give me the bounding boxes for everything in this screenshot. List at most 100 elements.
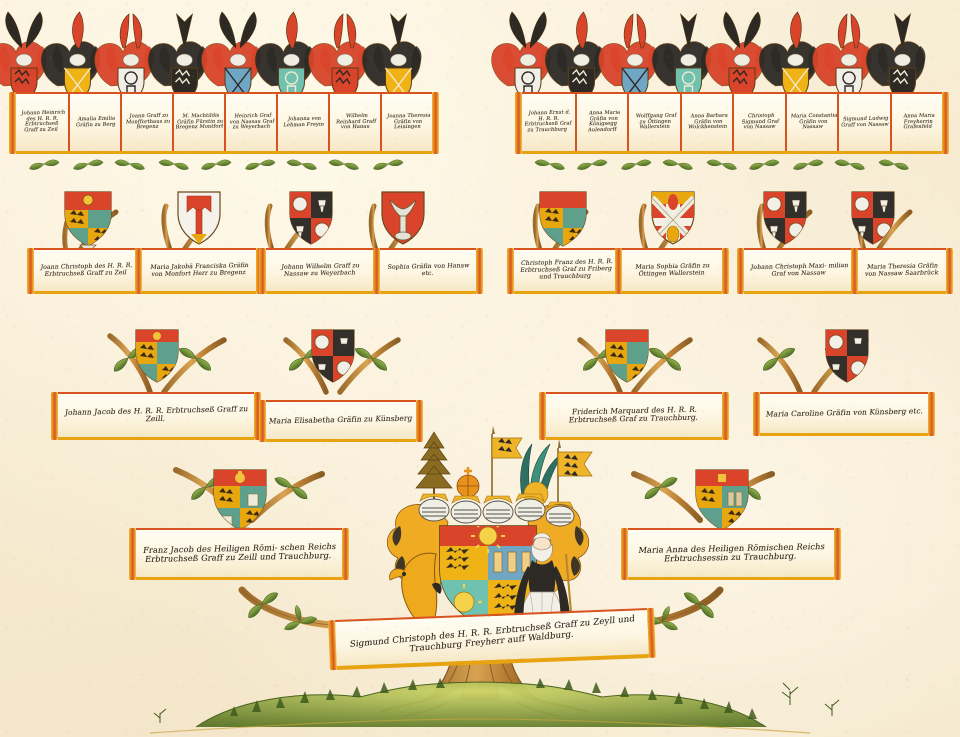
branch-grandparents-to-greatgrandparents — [107, 333, 869, 395]
scroll-curl-left — [129, 528, 136, 580]
row2-cell[interactable]: Maria Theresia Gräfin von Nassaw Saarbrü… — [858, 250, 946, 291]
row1-left-text-3: Joann Graff zu Monfforthaus zu Bregenz — [125, 112, 171, 131]
row2-cell[interactable]: Joann Christoph des H. R. R. Erbtruchseß… — [34, 250, 138, 291]
scroll-curl-left — [737, 248, 744, 294]
scroll-curl-left — [9, 92, 16, 154]
row1-cell[interactable]: Wolffgang Graf zu Öttingen Wallerstein — [627, 94, 682, 151]
row2-cell[interactable]: Christoph Franz des H. R. R. Erbtruchseß… — [514, 250, 618, 291]
row1-cell[interactable]: Amalia Emilia Gräfin zu Berg — [68, 94, 122, 151]
scroll-curl-left — [753, 392, 760, 436]
row2-banner-7[interactable]: Johann Christoph Maxi- milian Graf von N… — [737, 248, 861, 294]
scroll-face: Joann Christoph des H. R. R. Erbtruchseß… — [34, 248, 138, 294]
row3-banner-grandmother-maternal[interactable]: Maria Caroline Gräfin von Künsberg etc. — [753, 392, 935, 436]
row1-cell[interactable]: Maria Constantia Gräfin von Nassaw — [784, 94, 840, 151]
row1-cell[interactable]: Joann Graff zu Monfforthaus zu Bregenz — [120, 94, 174, 151]
scroll-curl-right — [722, 392, 729, 440]
scroll-face: Maria Theresia Gräfin von Nassaw Saarbrü… — [858, 248, 946, 294]
row1-cell[interactable]: M. Machtildis Gräfin Fürstin zu Bregenz … — [172, 94, 226, 151]
row1-right-text-3: Wolffgang Graf zu Öttingen Wallerstein — [635, 112, 677, 131]
row1-right-text-6: Maria Constantia Gräfin von Nassaw — [789, 112, 838, 131]
row2-cell[interactable]: Johann Wilhelm Graff zu Nassaw zu Weyerb… — [266, 250, 374, 291]
scroll-curl-right — [928, 392, 935, 436]
row1-cell[interactable]: Heinrich Graf von Nassau Graf zu Weyerba… — [224, 94, 278, 151]
row1-cell[interactable]: Joanna Theresia Gräfin von Leiningen — [380, 94, 434, 151]
scroll-face: Johann Heinrich des H. R. R. Erbtruchseß… — [16, 92, 432, 154]
row3-cell[interactable]: Maria Elisabetha Gräfin zu Künsberg — [266, 402, 416, 439]
row2-banner-6[interactable]: Maria Sophia Gräfin zu Öttingen Wallerst… — [615, 248, 729, 294]
row2-banner-3[interactable]: Johann Wilhelm Graff zu Nassaw zu Weyerb… — [259, 248, 381, 294]
row3-cell[interactable]: Friderich Marquard des H. R. R. Erbtruch… — [546, 394, 722, 437]
crest-banner — [491, 426, 523, 498]
scroll-curl-right — [432, 92, 439, 154]
scroll-face: Johann Wilhelm Graff zu Nassaw zu Weyerb… — [266, 248, 374, 294]
scroll-face: Johann Christoph Maxi- milian Graf von N… — [744, 248, 854, 294]
row2-cell[interactable]: Johann Christoph Maxi- milian Graf von N… — [744, 250, 854, 291]
row4-cell[interactable]: Franz Jacob des Heiligen Römi- schen Rei… — [136, 530, 342, 577]
row2-text-6: Maria Sophia Gräfin zu Öttingen Wallerst… — [634, 261, 711, 278]
row2-banner-5[interactable]: Christoph Franz des H. R. R. Erbtruchseß… — [507, 248, 625, 294]
row4-cell[interactable]: Maria Anna des Heiligen Römischen Reichs… — [628, 530, 834, 577]
scroll-face: Maria Jakobä Franciska Gräfin von Monfor… — [142, 248, 256, 294]
scroll-curl-left — [51, 392, 58, 440]
row1-cell[interactable]: Johanna von Lehman Freyin — [276, 94, 330, 151]
row2-banner-2[interactable]: Maria Jakobä Franciska Gräfin von Monfor… — [135, 248, 263, 294]
row3-text-2: Maria Elisabetha Gräfin zu Künsberg — [268, 413, 414, 426]
row1-cell[interactable]: Johann Heinrich des H. R. R. Erbtruchseß… — [16, 94, 68, 151]
row2-cell[interactable]: Sophia Gräfin von Hanaw etc. — [380, 250, 476, 291]
scroll-curl-right — [342, 528, 349, 580]
row2-cell[interactable]: Maria Jakobä Franciska Gräfin von Monfor… — [142, 250, 256, 291]
row3-banner-grandfather-paternal[interactable]: Johann Jacob des H. R. R. Erbtruchseß Gr… — [51, 392, 261, 440]
row3-cell[interactable]: Johann Jacob des H. R. R. Erbtruchseß Gr… — [58, 394, 254, 437]
scroll-curl-left — [615, 248, 622, 294]
row4-banner-father[interactable]: Franz Jacob des Heiligen Römi- schen Rei… — [129, 528, 349, 580]
row2-text-2: Maria Jakobä Franciska Gräfin von Monfor… — [149, 261, 250, 278]
row1-cell[interactable]: Christoph Sigmund Graf von Nassaw — [732, 94, 787, 151]
scroll-curl-right — [946, 248, 953, 294]
row1-cell[interactable]: Wilhelm Reinhard Graff von Hanau — [328, 94, 382, 151]
row3-banner-grandmother-paternal[interactable]: Maria Elisabetha Gräfin zu Künsberg — [259, 400, 423, 442]
subject-cell[interactable]: Sigmund Christoph des H. R. R. Erbtruchs… — [335, 610, 648, 666]
scroll-face: Maria Caroline Gräfin von Künsberg etc. — [760, 392, 928, 436]
subject-text: Sigmund Christoph des H. R. R. Erbtruchs… — [349, 614, 636, 655]
row2-text-8: Maria Theresia Gräfin von Nassaw Saarbrü… — [864, 261, 939, 278]
achievement-3 — [94, 13, 154, 103]
scroll-curl-left — [259, 248, 266, 294]
row1-right-text-8: Anna Maria Freyherrin Grafenfeld — [902, 112, 935, 131]
scroll-curl-right — [942, 92, 949, 154]
row1-left-text-1: Johann Heinrich des H. R. R. Erbtruchseß… — [20, 109, 66, 134]
row1-right-text-5: Christoph Sigmund Graf von Nassaw — [741, 112, 780, 131]
row1-right-text-2: Anna Maria Gräfin von Königsegg Aulendor… — [587, 109, 621, 134]
mother-text: Maria Anna des Heiligen Römischen Reichs… — [637, 541, 826, 564]
scroll-face: Johann Jacob des H. R. R. Erbtruchseß Gr… — [58, 392, 254, 440]
row3-text-1: Johann Jacob des H. R. R. Erbtruchseß Gr… — [64, 404, 249, 424]
row3-text-4: Maria Caroline Gräfin von Künsberg etc. — [764, 406, 924, 420]
row1-left-text-6: Johanna von Lehman Freyin — [282, 115, 325, 128]
helm-row — [418, 493, 575, 527]
row2-banner-1[interactable]: Joann Christoph des H. R. R. Erbtruchseß… — [27, 248, 145, 294]
row1-cell[interactable]: Sigmund Ludwig Graff von Nassaw — [837, 94, 892, 151]
row3-banner-grandfather-maternal[interactable]: Friderich Marquard des H. R. R. Erbtruch… — [539, 392, 729, 440]
row1-left-text-8: Joanna Theresia Gräfin von Leiningen — [386, 112, 432, 131]
row1-left-banner: Johann Heinrich des H. R. R. Erbtruchseß… — [9, 92, 439, 154]
row1-right-text-1: Johann Ernst d. H. R. R. Erbtruchseß Gra… — [523, 109, 572, 134]
row2-banner-4[interactable]: Sophia Gräfin von Hanaw etc. — [373, 248, 483, 294]
scroll-curl-right — [722, 248, 729, 294]
scroll-face: Sigmund Christoph des H. R. R. Erbtruchs… — [335, 608, 649, 670]
row2-banner-8[interactable]: Maria Theresia Gräfin von Nassaw Saarbrü… — [851, 248, 953, 294]
scroll-face: Maria Sophia Gräfin zu Öttingen Wallerst… — [622, 248, 722, 294]
scroll-curl-left — [507, 248, 514, 294]
row2-cell[interactable]: Maria Sophia Gräfin zu Öttingen Wallerst… — [622, 250, 722, 291]
row3-cell[interactable]: Maria Caroline Gräfin von Künsberg etc. — [760, 394, 928, 433]
row2-text-1: Joann Christoph des H. R. R. Erbtruchseß… — [40, 261, 133, 278]
scroll-face: Maria Elisabetha Gräfin zu Künsberg — [266, 400, 416, 442]
row1-cell[interactable]: Johann Ernst d. H. R. R. Erbtruchseß Gra… — [522, 94, 575, 151]
subject-banderole[interactable]: Sigmund Christoph des H. R. R. Erbtruchs… — [328, 607, 656, 671]
scroll-curl-left — [515, 92, 522, 154]
row1-achievement-group — [0, 11, 926, 103]
row1-cell[interactable]: Anna Barbara Gräfin von Wolckhenstein — [679, 94, 735, 151]
row1-cell[interactable]: Anna Maria Freyherrin Grafenfeld — [889, 94, 945, 151]
row1-cell[interactable]: Anna Maria Gräfin von Königsegg Aulendor… — [574, 94, 630, 151]
row4-banner-mother[interactable]: Maria Anna des Heiligen Römischen Reichs… — [621, 528, 841, 580]
